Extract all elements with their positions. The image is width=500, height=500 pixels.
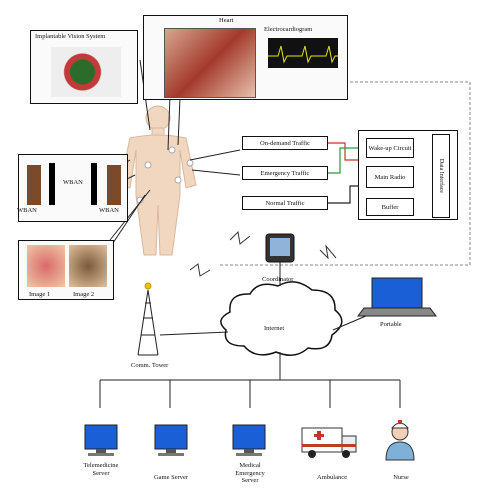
- on-demand-traffic-box: On-demand Traffic: [242, 136, 328, 150]
- comm-tower-icon: [137, 282, 159, 356]
- normal-link: [328, 185, 360, 204]
- nurse-icon: [385, 420, 415, 461]
- ambulance-label: Ambulance: [317, 474, 347, 481]
- ecg-title: Electrocardiogram: [264, 26, 313, 33]
- wban-label-left: WBAN: [17, 207, 37, 214]
- anatomy-panel: Image 1 Image 2: [18, 240, 114, 300]
- wban-label-right: WBAN: [99, 207, 119, 214]
- wban-runner-right: [107, 165, 121, 205]
- vision-device-image: [51, 47, 121, 97]
- wakeup-circuit-box: Wake-up Circuit: [366, 138, 414, 158]
- normal-traffic-box: Normal Traffic: [242, 196, 328, 210]
- internet-label: Internet: [264, 325, 285, 332]
- emergency-server-icon: [232, 424, 266, 456]
- wireless-signals: [189, 230, 337, 277]
- game-server-label: Game Server: [153, 474, 189, 481]
- nurse-label: Nurse: [393, 474, 409, 481]
- comm-tower-label: Comm. Tower: [131, 362, 169, 369]
- wban-label-center: WBAN: [63, 179, 83, 186]
- on-demand-link: [328, 142, 360, 161]
- vision-panel: Implantable Vision System: [30, 30, 138, 104]
- body-sensors: [136, 146, 194, 204]
- game-server-icon: [154, 424, 188, 456]
- telemedicine-server-icon: [84, 424, 118, 456]
- image-2-label: Image 2: [73, 291, 95, 298]
- anatomy-image-1: [27, 245, 65, 287]
- wban-runner-left: [27, 165, 41, 205]
- internet-cloud: [220, 281, 343, 356]
- ecg-trace: [268, 38, 338, 68]
- data-interface-label: Data Interface: [438, 158, 445, 194]
- wban-panel: WBAN WBAN WBAN: [17, 154, 128, 222]
- ambulance-icon: [301, 427, 357, 458]
- heart-image: [164, 28, 256, 98]
- vision-title: Implantable Vision System: [35, 33, 106, 40]
- portable-laptop-icon: [357, 277, 437, 317]
- telemedicine-server-label: Telemedicine Server: [83, 462, 119, 477]
- emergency-traffic-box: Emergency Traffic: [242, 166, 328, 180]
- human-body-figure: [119, 105, 197, 256]
- image-1-label: Image 1: [29, 291, 51, 298]
- wban-device-right: [91, 163, 97, 205]
- sensor-region-outline: [220, 81, 471, 266]
- server-tree: [99, 379, 401, 408]
- wban-device-left: [49, 163, 55, 205]
- buffer-box: Buffer: [366, 198, 414, 216]
- coordinator-label: Coordinator: [262, 276, 294, 283]
- heart-panel: Heart Electrocardiogram: [143, 15, 348, 100]
- heart-title: Heart: [219, 17, 234, 24]
- data-interface-box: Data Interface: [432, 134, 450, 218]
- anatomy-image-2: [69, 245, 107, 287]
- main-radio-box: Main Radio: [366, 166, 414, 188]
- coordinator-device-icon: [265, 233, 295, 263]
- portable-label: Portable: [380, 321, 402, 328]
- emergency-link: [328, 147, 360, 174]
- emergency-server-label: Medical Emergency Server: [235, 462, 265, 484]
